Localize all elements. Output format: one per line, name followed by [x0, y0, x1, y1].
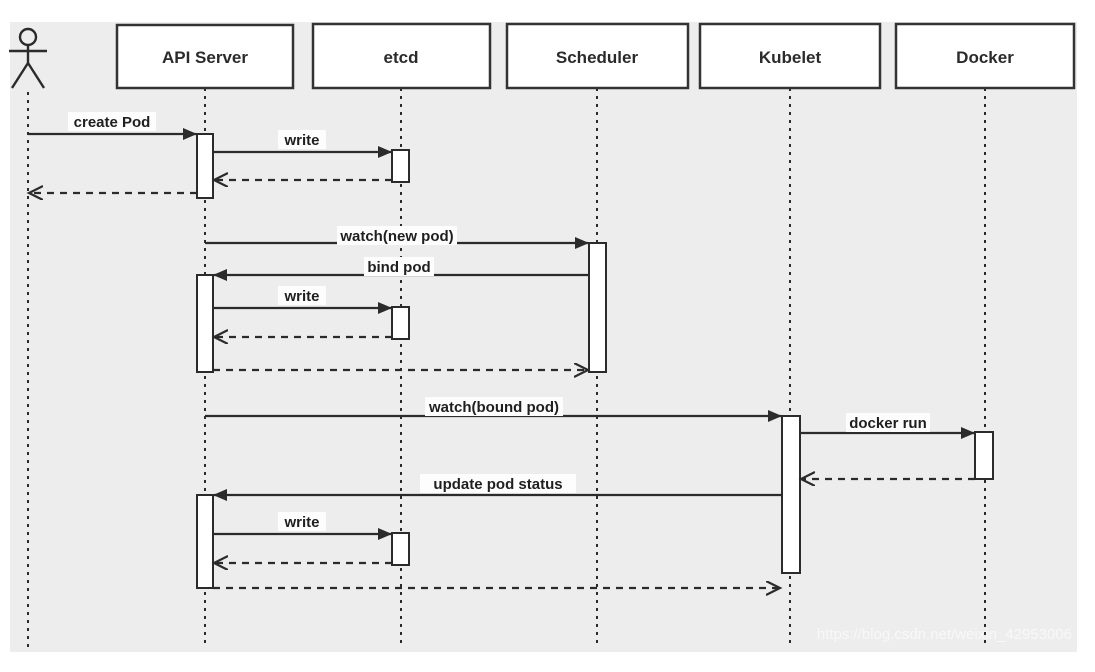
participant-label: API Server — [162, 48, 248, 67]
message-label: create Pod — [74, 114, 151, 131]
user-actor-icon — [9, 27, 47, 89]
message-label-bg — [68, 112, 156, 131]
participant-box — [311, 22, 492, 90]
actor-leg-right — [26, 62, 46, 89]
message-label-bg — [278, 130, 326, 149]
message-label-bg — [846, 413, 930, 432]
participant-label: Kubelet — [759, 48, 822, 67]
message-label-bg — [425, 397, 563, 416]
message-label: watch(bound pod) — [428, 399, 559, 416]
message-label: watch(new pod) — [339, 228, 453, 245]
activation-etcd-3 — [391, 532, 410, 566]
message-label: bind pod — [367, 259, 430, 276]
message-docker-run: docker run — [800, 413, 975, 439]
participant-box — [115, 23, 295, 90]
activation-etcd-2 — [391, 306, 410, 340]
message-label: update pod status — [433, 476, 562, 493]
activation-docker — [974, 431, 994, 480]
activation-api-server-2 — [196, 274, 214, 373]
activation-scheduler — [588, 242, 607, 373]
message-label-bg — [337, 226, 457, 245]
diagram-background — [10, 22, 1077, 652]
message-label-bg — [278, 512, 326, 531]
activation-api-server-1 — [196, 133, 214, 199]
message-bind-pod: bind pod — [213, 257, 589, 281]
activation-kubelet — [781, 415, 801, 574]
participant-docker: Docker — [894, 22, 1076, 90]
message-label: write — [283, 288, 319, 305]
participant-box — [894, 22, 1076, 90]
message-label-bg — [364, 257, 434, 276]
message-create-pod: create Pod — [28, 112, 197, 140]
message-label: write — [283, 132, 319, 149]
participant-api-server: API Server — [115, 23, 295, 90]
participant-scheduler: Scheduler — [505, 22, 690, 90]
message-watch-bound-pod: watch(bound pod) — [205, 397, 782, 422]
participant-label: Docker — [956, 48, 1014, 67]
message-write-3: write — [213, 512, 392, 540]
actor-leg-left — [10, 62, 30, 89]
message-write-2: write — [213, 286, 392, 314]
message-label: write — [283, 514, 319, 531]
message-label-bg — [278, 286, 326, 305]
watermark-link: https://blog.csdn.net/weixin_42953006 — [817, 626, 1072, 643]
message-watch-new-pod: watch(new pod) — [205, 226, 589, 249]
activation-api-server-3 — [196, 494, 214, 589]
activation-etcd-1 — [391, 149, 410, 183]
participant-box — [505, 22, 690, 90]
message-label-bg — [420, 474, 576, 493]
participant-kubelet: Kubelet — [698, 22, 882, 90]
participant-box — [698, 22, 882, 90]
participant-label: Scheduler — [556, 48, 639, 67]
participant-label: etcd — [384, 48, 419, 67]
message-update-pod-status: update pod status — [213, 474, 782, 501]
participant-etcd: etcd — [311, 22, 492, 90]
message-write-1: write — [213, 130, 392, 158]
message-label: docker run — [849, 415, 927, 432]
